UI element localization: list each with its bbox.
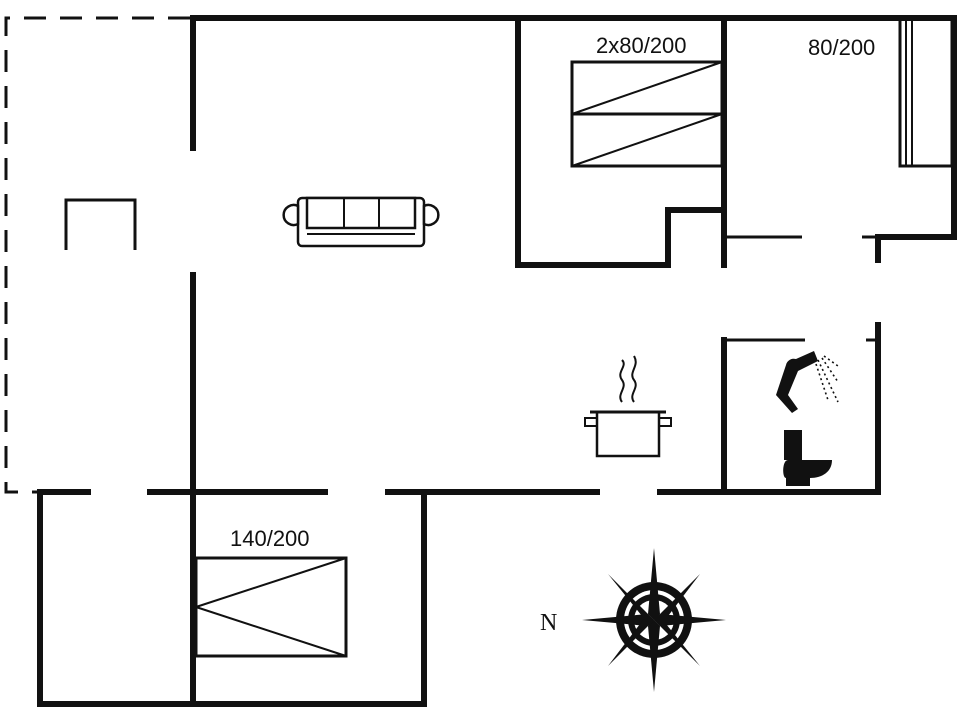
- shower-icon: [776, 351, 839, 413]
- toilet-icon: [783, 430, 832, 486]
- wardrobe-icon: [898, 16, 954, 168]
- bed-label-annex: 140/200: [230, 526, 310, 551]
- cooking-pot-icon: [584, 355, 672, 458]
- walls: [37, 15, 957, 707]
- bed-label-double: 2x80/200: [596, 33, 687, 58]
- sofa-icon: [282, 196, 440, 248]
- bed-label-single: 80/200: [808, 35, 875, 60]
- compass-north-label: N: [540, 610, 557, 636]
- bed-icon-annex: [194, 556, 348, 658]
- bed-icon: [570, 60, 724, 168]
- compass-rose-icon: [582, 548, 726, 692]
- terrace-table-icon: [64, 198, 137, 250]
- terrace-outline: [4, 16, 190, 494]
